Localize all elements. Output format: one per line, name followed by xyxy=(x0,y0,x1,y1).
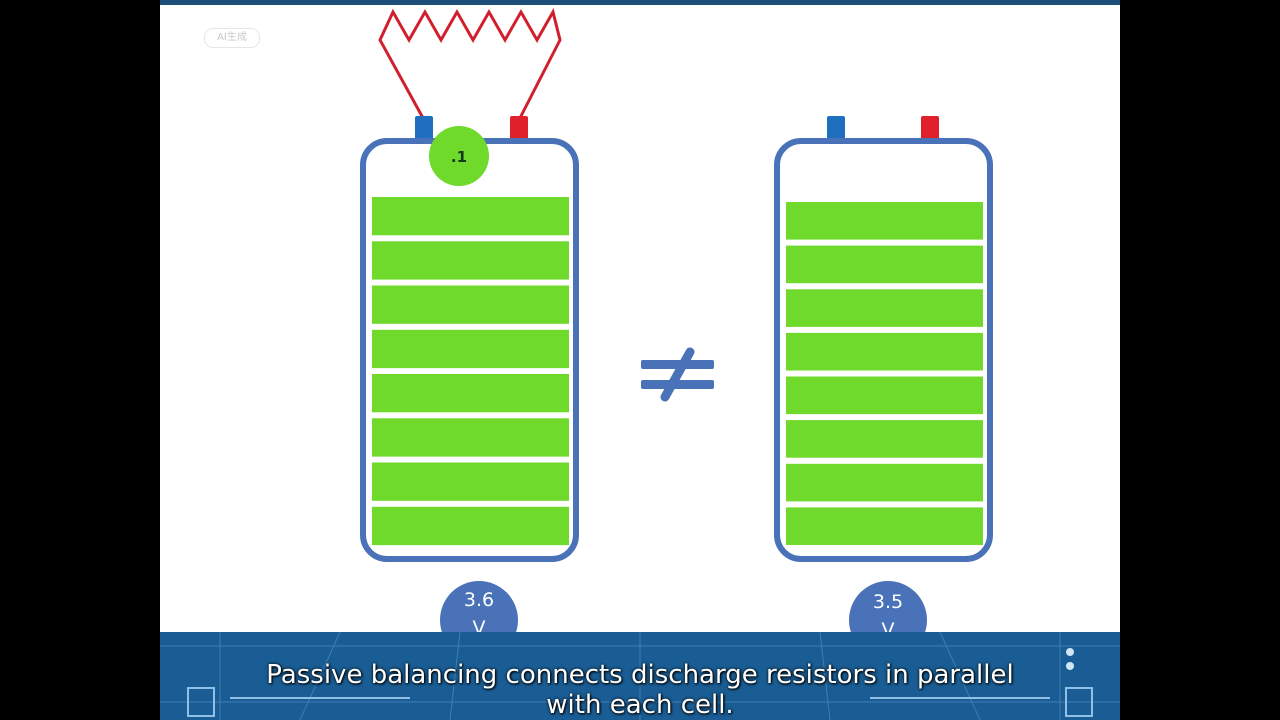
charge-segment xyxy=(786,463,983,502)
voltage-value: 3.6 xyxy=(464,589,494,611)
not-equal-icon xyxy=(641,347,714,402)
charge-segments xyxy=(786,202,983,545)
charge-segment xyxy=(372,418,569,457)
resistor-zigzag-icon xyxy=(378,8,562,119)
positive-terminal xyxy=(921,116,939,140)
charge-segment xyxy=(372,329,569,369)
charge-segment xyxy=(372,241,569,280)
subtitle-bar: Passive balancing connects discharge res… xyxy=(160,632,1120,720)
battery-diagram: .1 3.6 V 3.5 V xyxy=(360,8,993,659)
subtitle-line-2: with each cell. xyxy=(546,690,734,720)
subtitle-text: Passive balancing connects discharge res… xyxy=(160,660,1120,720)
charge-segment xyxy=(372,374,569,413)
negative-terminal xyxy=(827,116,845,140)
balancing-badge-label: .1 xyxy=(451,148,467,166)
charge-segment xyxy=(372,506,569,546)
cell-outline xyxy=(774,138,993,562)
charge-segment xyxy=(786,289,983,327)
positive-terminal xyxy=(510,116,528,140)
watermark: AI生成 xyxy=(204,28,260,48)
charge-segment xyxy=(786,245,983,284)
negative-terminal xyxy=(415,116,433,140)
left-battery-cell: .1 3.6 V xyxy=(360,116,579,659)
charge-segment xyxy=(786,420,983,458)
subtitle-line-1: Passive balancing connects discharge res… xyxy=(266,660,1014,690)
charge-segment xyxy=(786,507,983,545)
charge-segment xyxy=(786,332,983,371)
charge-segment xyxy=(786,376,983,415)
right-battery-cell: 3.5 V xyxy=(774,116,993,659)
charge-segment xyxy=(372,462,569,501)
balancing-badge: .1 xyxy=(429,126,489,186)
video-frame: AI生成 .1 3.6 V xyxy=(160,0,1120,720)
charge-segment xyxy=(786,202,983,240)
charge-segment xyxy=(372,197,569,236)
circuit-pattern xyxy=(160,632,1120,720)
top-divider xyxy=(160,0,1120,5)
charge-segments xyxy=(372,197,569,546)
voltage-value: 3.5 xyxy=(873,591,903,613)
charge-segment xyxy=(372,285,569,324)
